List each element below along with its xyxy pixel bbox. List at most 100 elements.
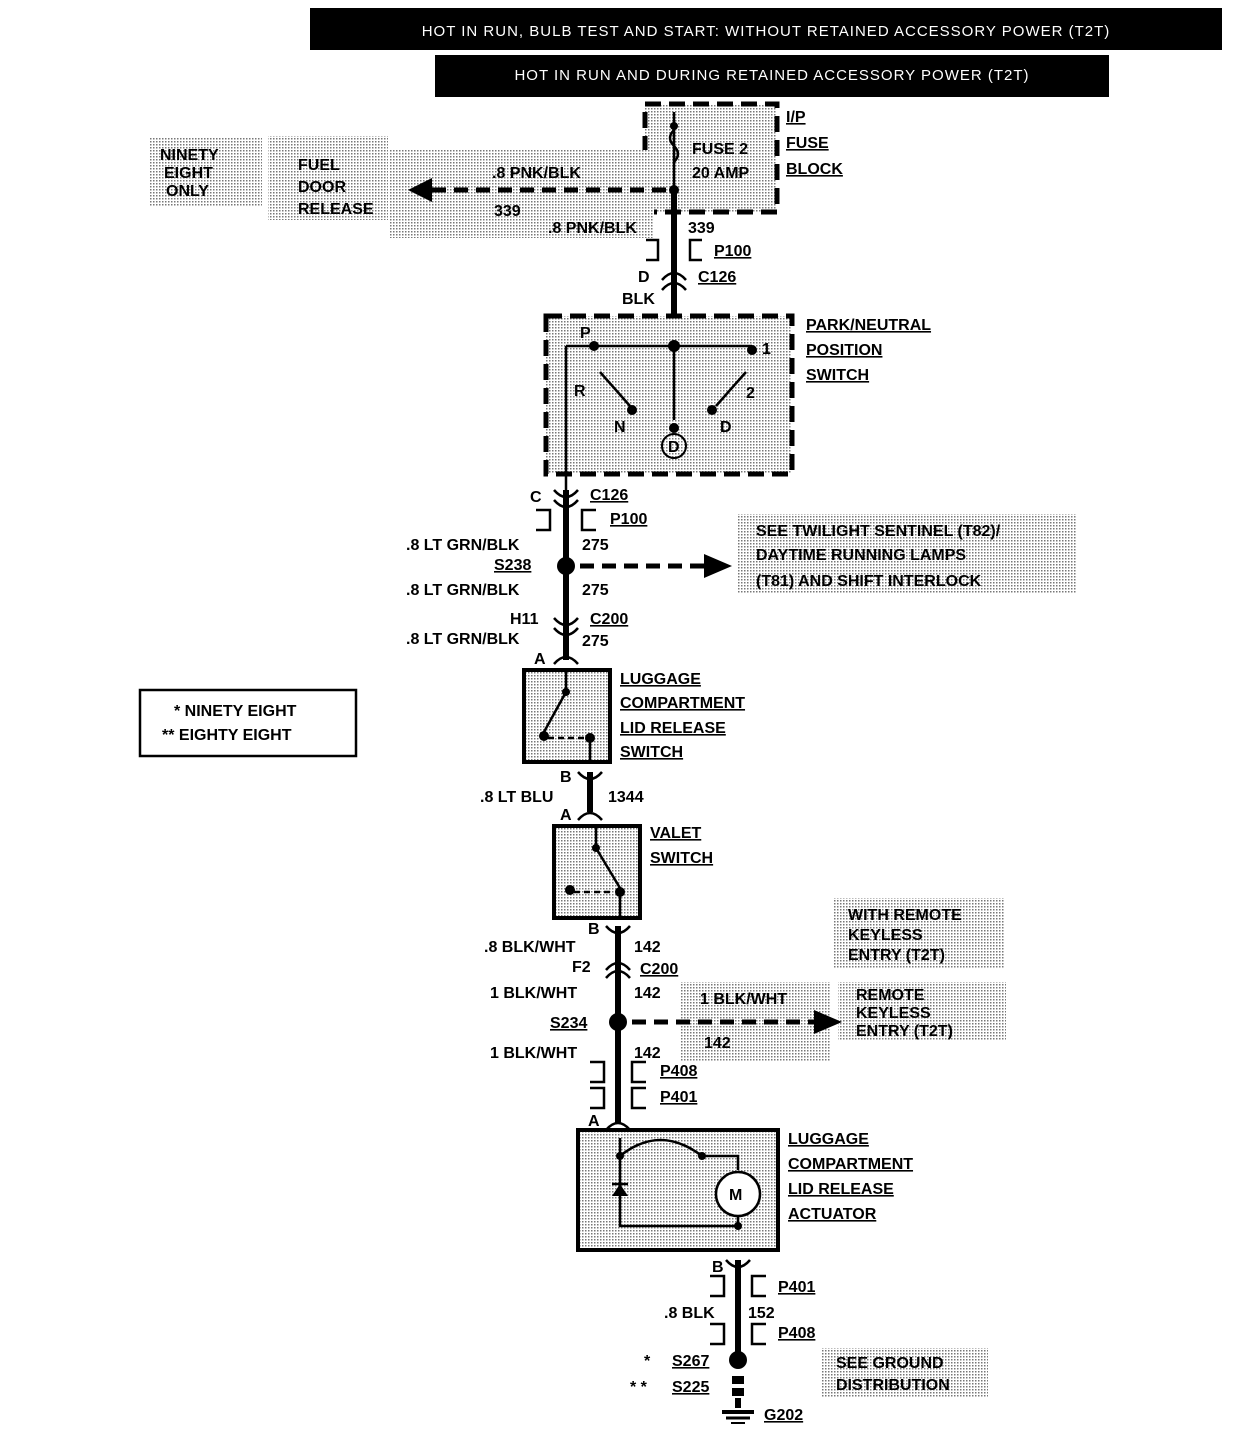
lcl-pin-a: A [560, 807, 572, 824]
lower-connector-c126: C126 [590, 487, 628, 504]
lower-pn-wire: C C126 P100 .8 LT GRN/BLK 275 S238 .8 LT… [406, 487, 732, 668]
pos-n: N [614, 419, 626, 436]
upper-pass-through: P100 [714, 243, 751, 260]
fuel-door-label-2: DOOR [298, 179, 346, 196]
valet-connector: C200 [640, 961, 678, 978]
fuel-door-branch: NINETY EIGHT ONLY FUEL DOOR RELEASE .8 P… [150, 136, 666, 238]
pos-p: P [580, 325, 591, 342]
lcl-switch: LUGGAGE COMPARTMENT LID RELEASE SWITCH B… [480, 668, 745, 824]
ground-wire: .8 BLK [664, 1305, 715, 1322]
rke-pin-a: A [588, 1113, 600, 1130]
header-second-text: HOT IN RUN AND DURING RETAINED ACCESSORY… [514, 67, 1029, 84]
rke-circuit-down: 142 [634, 1045, 661, 1062]
lcl-pin-b: B [560, 769, 572, 786]
ground-p408: P408 [778, 1325, 815, 1342]
fuse-rating: 20 AMP [692, 165, 750, 182]
splice-s225: S225 [672, 1379, 709, 1396]
pn-title-2: POSITION [806, 342, 882, 359]
rke-note-2: KEYLESS [848, 927, 923, 944]
splice-s238: S238 [494, 557, 531, 574]
rke-dest-1: REMOTE [856, 987, 925, 1004]
header-top: HOT IN RUN, BULB TEST AND START: WITHOUT… [310, 8, 1222, 50]
fuse-block-title-2: FUSE [786, 135, 829, 152]
upper-wire-circuit: 339 [688, 220, 715, 237]
lower-pin-c: C [530, 489, 542, 506]
upper-pin: D [638, 269, 650, 286]
legend-line2: ** EIGHTY EIGHT [162, 727, 292, 744]
actuator-title-4: ACTUATOR [788, 1206, 877, 1223]
rke-note-3: ENTRY (T2T) [848, 947, 945, 964]
ground-section: B P401 .8 BLK 152 P408 * S267 * * S225 G… [630, 1259, 988, 1424]
lower-connector-c200: C200 [590, 611, 628, 628]
motor-symbol: M [729, 1187, 742, 1204]
legend-line1: * NINETY EIGHT [174, 703, 297, 720]
ground-pin-b: B [712, 1259, 724, 1276]
header-second: HOT IN RUN AND DURING RETAINED ACCESSORY… [435, 55, 1109, 97]
rke-p401: P401 [660, 1089, 697, 1106]
fuel-door-wire: .8 PNK/BLK [492, 165, 581, 182]
lcl-title-3: LID RELEASE [620, 720, 726, 737]
lcl-wire: .8 LT BLU [480, 789, 553, 806]
pn-title-1: PARK/NEUTRAL [806, 317, 931, 334]
splice-s234: S234 [550, 1015, 587, 1032]
rke-dest-2: KEYLESS [856, 1005, 931, 1022]
fuel-door-circuit: 339 [494, 203, 521, 220]
fuel-door-label-3: RELEASE [298, 201, 374, 218]
valet-wire2: 1 BLK/WHT [490, 985, 577, 1002]
valet-circuit: 142 [634, 939, 661, 956]
upper-wire-color: .8 PNK/BLK [548, 220, 637, 237]
rke-circuit: 142 [704, 1035, 731, 1052]
ground-circuit: 152 [748, 1305, 775, 1322]
twilight-note-1: SEE TWILIGHT SENTINEL (T82)/ [756, 523, 1001, 540]
ground-p401: P401 [778, 1279, 815, 1296]
lower-wire3: .8 LT GRN/BLK [406, 631, 520, 648]
ninety-eight-only-1: NINETY [160, 147, 219, 164]
pos-1: 1 [762, 341, 771, 358]
valet-title-1: VALET [650, 825, 701, 842]
lcl-title-4: SWITCH [620, 744, 683, 761]
lower-pin-a: A [534, 651, 546, 668]
lower-circuit3: 275 [582, 633, 609, 650]
ground-star1: * [644, 1353, 651, 1370]
fuse-block-title-3: BLOCK [786, 161, 843, 178]
valet-title-2: SWITCH [650, 850, 713, 867]
pos-r: R [574, 383, 586, 400]
lcl-circuit: 1344 [608, 789, 644, 806]
fuse-name: FUSE 2 [692, 141, 748, 158]
twilight-note: SEE TWILIGHT SENTINEL (T82)/ DAYTIME RUN… [738, 514, 1076, 594]
upper-wire: .8 PNK/BLK 339 P100 D C126 BLK [548, 190, 751, 345]
valet-pin-b: B [588, 921, 600, 938]
valet-pin-f2: F2 [572, 959, 591, 976]
pn-switch: P R N D 1 2 D PARK/NEUTRAL POSITION SWIT… [543, 313, 931, 490]
ninety-eight-only-3: ONLY [166, 183, 209, 200]
fuse-block-title-1: I/P [786, 109, 806, 126]
valet-circuit2: 142 [634, 985, 661, 1002]
ground-note-1: SEE GROUND [836, 1355, 944, 1372]
actuator-title-1: LUGGAGE [788, 1131, 869, 1148]
rke-wire-down: 1 BLK/WHT [490, 1045, 577, 1062]
valet-switch: VALET SWITCH B .8 BLK/WHT 142 F2 C200 1 … [484, 824, 713, 1124]
lcl-title-2: COMPARTMENT [620, 695, 745, 712]
twilight-note-2: DAYTIME RUNNING LAMPS [756, 547, 966, 564]
lcl-title-1: LUGGAGE [620, 671, 701, 688]
twilight-note-3: (T81) AND SHIFT INTERLOCK [756, 573, 982, 590]
rke-wire: 1 BLK/WHT [700, 991, 787, 1008]
pos-2: 2 [746, 385, 755, 402]
ninety-eight-only-2: EIGHT [164, 165, 213, 182]
actuator-title-2: COMPARTMENT [788, 1156, 913, 1173]
ground-note-2: DISTRIBUTION [836, 1377, 950, 1394]
legend: * NINETY EIGHT ** EIGHTY EIGHT [138, 688, 358, 758]
pos-d: D [720, 419, 732, 436]
fuel-door-label-1: FUEL [298, 157, 340, 174]
valet-wire: .8 BLK/WHT [484, 939, 576, 956]
pn-title-3: SWITCH [806, 367, 869, 384]
lower-wire1: .8 LT GRN/BLK [406, 537, 520, 554]
actuator-title-3: LID RELEASE [788, 1181, 894, 1198]
actuator: M LUGGAGE COMPARTMENT LID RELEASE ACTUAT… [576, 1128, 913, 1252]
lower-circuit1: 275 [582, 537, 609, 554]
lower-pin-h11: H11 [510, 611, 539, 628]
ground-star2: * * [630, 1379, 648, 1396]
fuse-block: FUSE 2 20 AMP I/P FUSE BLOCK [642, 101, 843, 215]
lower-pass-p100: P100 [610, 511, 647, 528]
